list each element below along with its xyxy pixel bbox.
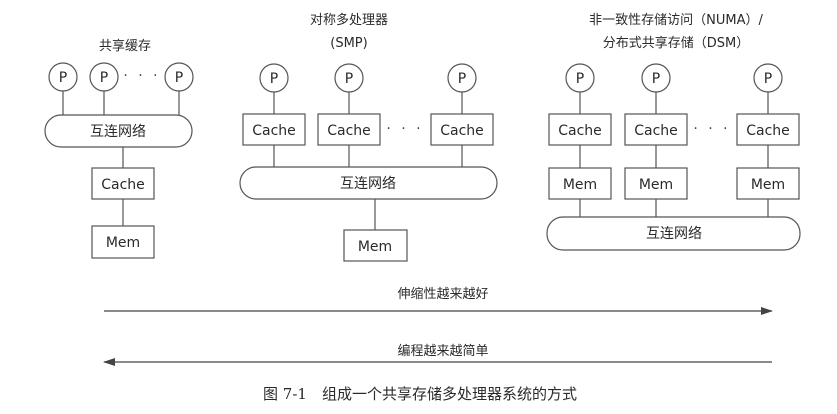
panel-title-line1: 对称多处理器 [310,12,388,28]
cache-label: Cache [440,123,484,139]
panel-title: 共享缓存 [99,38,151,54]
cache-box: Cache [430,113,494,146]
processor-label: P [345,71,353,87]
processor-label: P [175,70,183,86]
programming-label: 编程越来越简单 [397,343,488,359]
programming-arrow: 编程越来越简单 [103,343,772,366]
cache-label: Cache [252,123,296,139]
processor-label: P [764,71,772,87]
processor-node: P [641,63,671,114]
processor-label: P [458,71,466,87]
interconnect-network: 互连网络 [44,114,193,148]
panel-smp: 对称多处理器 (SMP) P Cache P Cache · · · [239,12,498,262]
memory-box: Mem [736,167,800,200]
network-label: 互连网络 [646,226,702,242]
ellipsis: · · · [693,121,730,137]
cache-box: Cache [91,167,155,200]
cache-label: Cache [101,177,145,193]
processor-node: P [565,63,595,114]
processor-node: P [89,62,119,115]
ellipsis: · · · [123,68,160,84]
panel-title-line2: 分布式共享存储（DSM） [603,35,749,51]
interconnect-network: 互连网络 [239,166,498,200]
panel-shared-cache: 共享缓存 P P · · · P 互连网络 Cache [44,38,194,259]
memory-label: Mem [563,177,597,193]
panel-title-line2: (SMP) [330,36,367,51]
memory-box: Mem [548,167,612,200]
cache-box: Cache [317,113,381,146]
processor-label: P [270,71,278,87]
memory-label: Mem [106,235,140,251]
panel-numa: 非一致性存储访问（NUMA）/ 分布式共享存储（DSM） P Cache Mem… [546,13,801,251]
processor-node: P [753,63,783,114]
cache-label: Cache [558,123,602,139]
processor-node: P [334,63,364,114]
processor-node: P [164,62,194,115]
processor-node: P [447,63,477,114]
scalability-label: 伸缩性越来越好 [397,286,488,302]
cache-label: Cache [634,123,678,139]
cache-box: Cache [242,113,306,146]
memory-label: Mem [358,239,392,255]
ellipsis: · · · [386,121,423,137]
scalability-arrow: 伸缩性越来越好 [104,286,773,315]
cache-label: Cache [327,123,371,139]
memory-box: Mem [343,229,408,262]
memory-label: Mem [639,177,673,193]
memory-label: Mem [751,177,785,193]
memory-box: Mem [624,167,688,200]
processor-node: P [48,62,78,115]
memory-box: Mem [91,225,155,259]
cache-box: Cache [548,113,612,146]
processor-label: P [652,71,660,87]
figure-caption: 图 7-1 组成一个共享存储多处理器系统的方式 [263,385,577,403]
panel-title-line1: 非一致性存储访问（NUMA）/ [589,13,763,28]
cache-box: Cache [736,113,800,146]
processor-label: P [100,70,108,86]
interconnect-network: 互连网络 [546,216,801,251]
processor-label: P [59,70,67,86]
processor-node: P [259,63,289,114]
network-label: 互连网络 [340,176,396,192]
processor-label: P [576,71,584,87]
cache-box: Cache [624,113,688,146]
cache-label: Cache [746,123,790,139]
network-label: 互连网络 [90,124,146,140]
